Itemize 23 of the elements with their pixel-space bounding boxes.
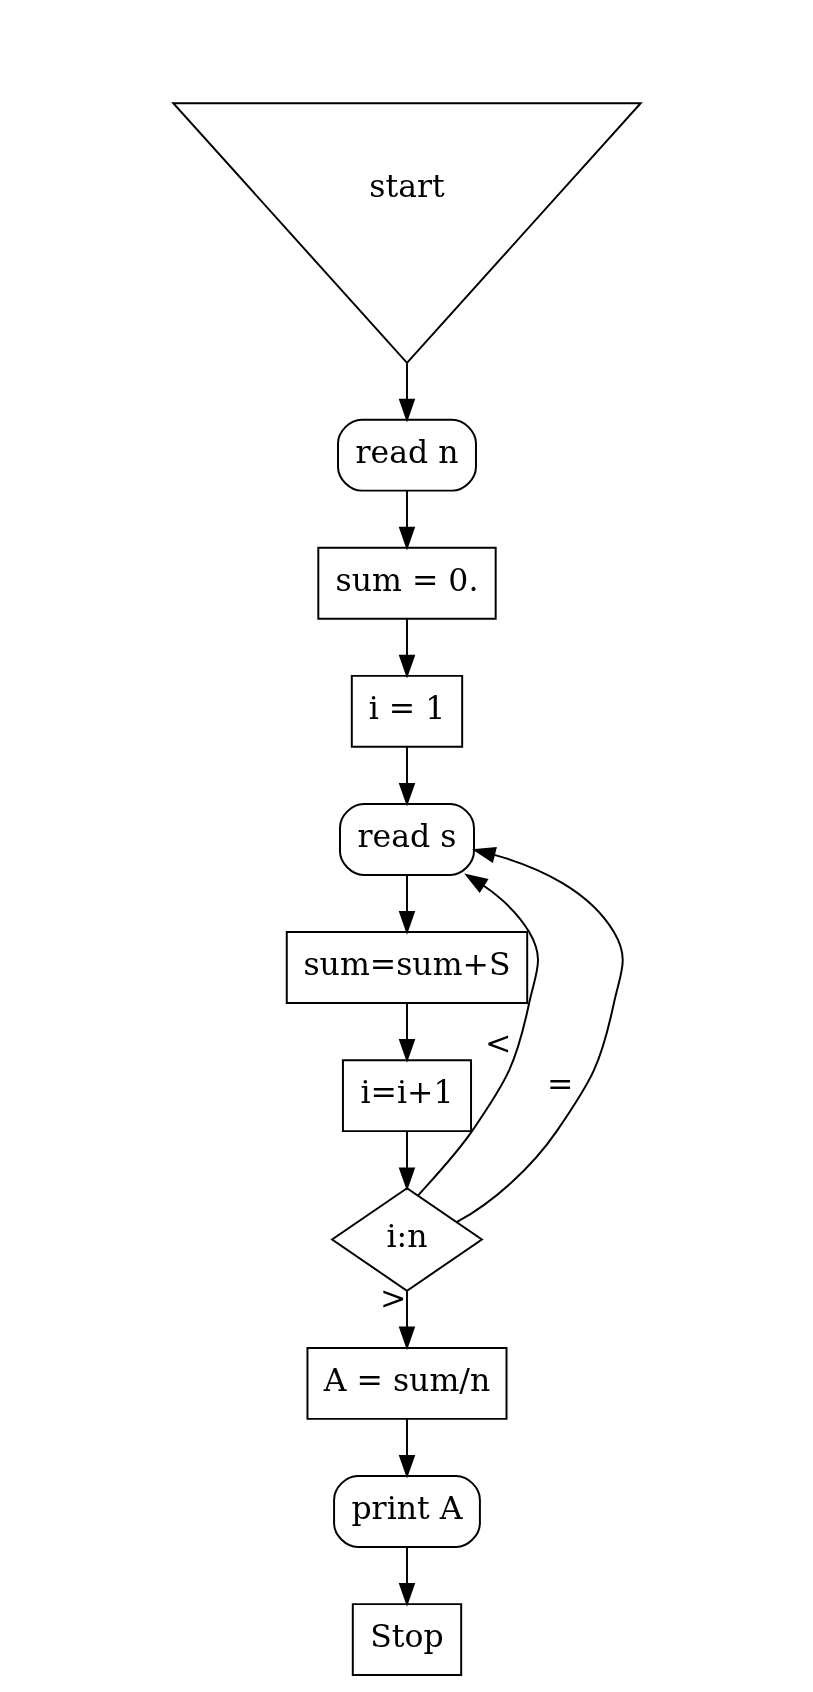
arrow <box>398 618 415 679</box>
node-box: i=i+1 <box>341 1059 472 1133</box>
node-box: sum=sum+S <box>285 931 528 1004</box>
arrow <box>398 1546 415 1607</box>
arrow <box>398 1130 415 1192</box>
node-box: read s <box>338 803 475 876</box>
node-box: sum = 0. <box>316 546 497 620</box>
edge-label: = <box>546 1066 573 1103</box>
arrow <box>398 746 415 807</box>
node-box: A = sum/n <box>306 1346 507 1420</box>
arrow <box>398 874 415 935</box>
arrow <box>455 846 624 1223</box>
arrow <box>398 362 415 423</box>
node-box: Stop <box>351 1603 462 1677</box>
edge-label: < <box>484 1024 511 1061</box>
arrow <box>398 490 415 551</box>
arrow <box>416 873 539 1197</box>
node-box: read n <box>336 418 477 492</box>
node-box: i = 1 <box>350 674 463 748</box>
arrow <box>398 1002 415 1063</box>
arrow <box>398 1290 415 1351</box>
arrow <box>398 1418 415 1479</box>
node-box: print A <box>332 1475 481 1548</box>
